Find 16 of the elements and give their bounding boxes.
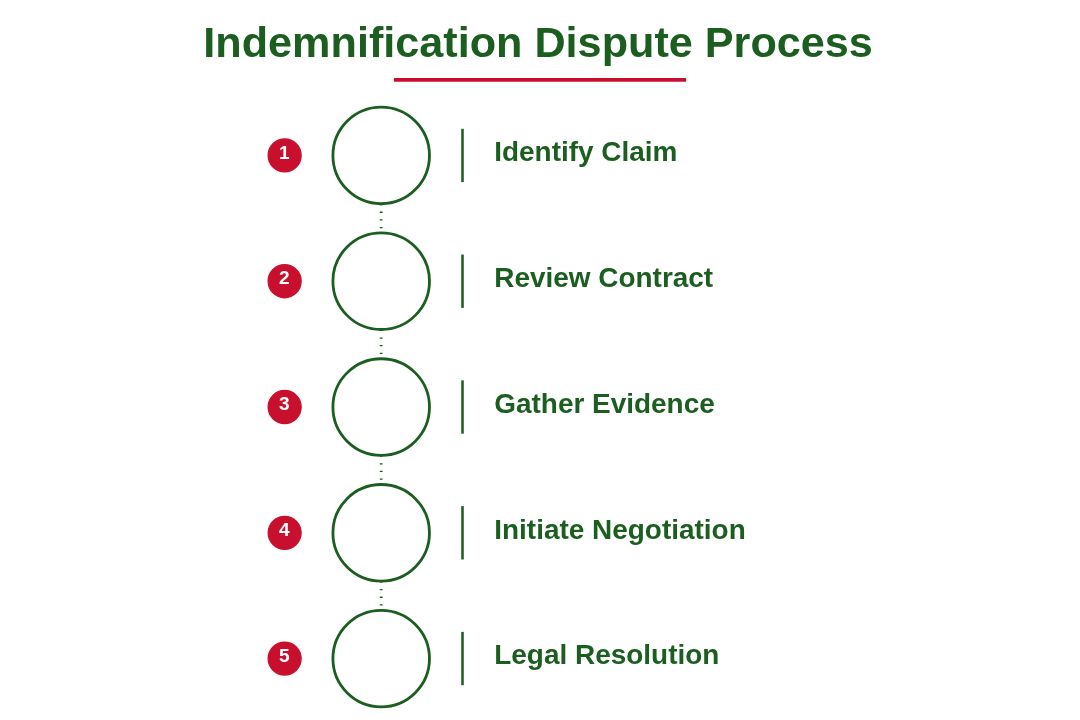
node-circle: 4 — [267, 515, 302, 550]
node-circle: 1 — [267, 138, 302, 173]
node-circle — [331, 608, 431, 709]
node-label: Initiate Negotiation — [494, 513, 746, 545]
node-circle — [331, 357, 431, 457]
node-label: Legal Resolution — [494, 639, 720, 671]
node-circle — [331, 483, 431, 583]
node-label: Identify Claim — [494, 136, 678, 168]
node-circle: 3 — [267, 389, 302, 425]
node-label: Gather Evidence — [494, 387, 715, 419]
node-label: Review Contract — [494, 262, 714, 294]
diagram-title: Indemnification Dispute Process — [203, 17, 873, 66]
node-circle: 2 — [267, 264, 302, 299]
node-circle — [331, 105, 431, 206]
node-circle: 5 — [267, 641, 302, 676]
node-circle — [331, 231, 431, 331]
